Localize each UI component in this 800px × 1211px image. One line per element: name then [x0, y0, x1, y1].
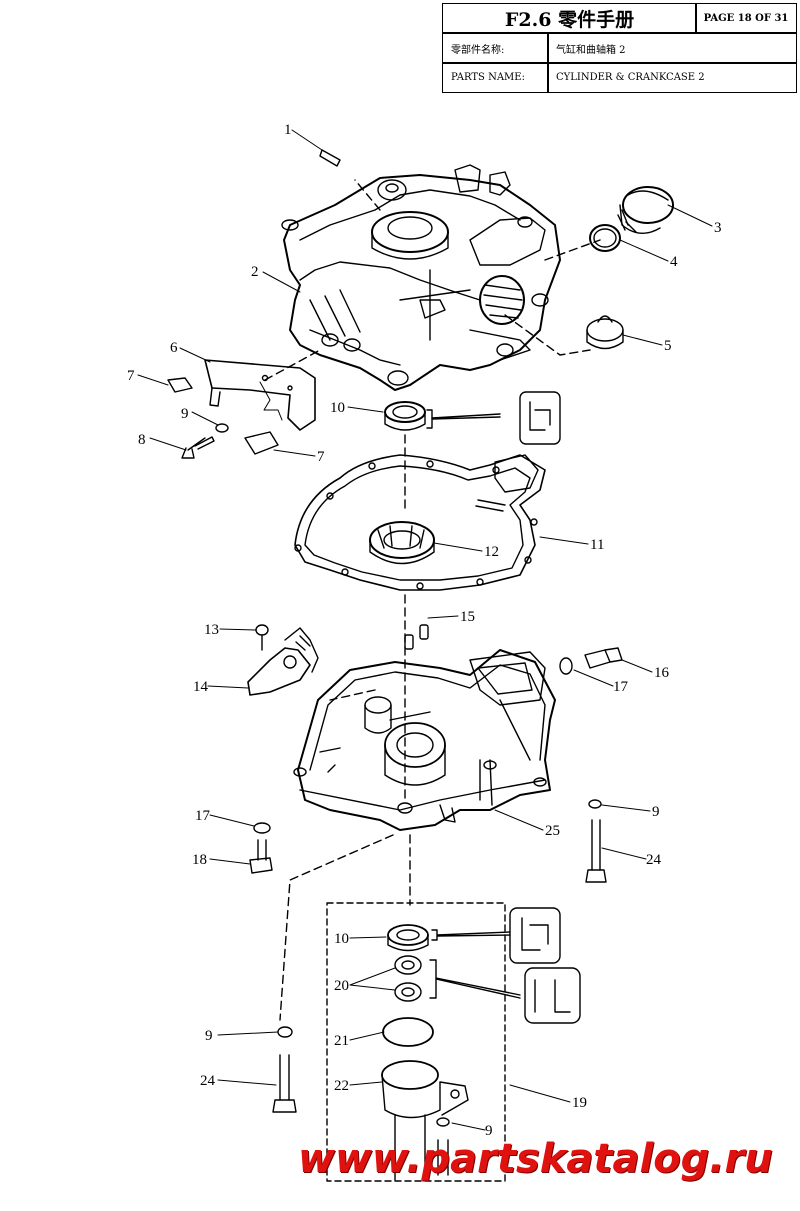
assembly-box-19 [326, 902, 506, 1182]
callout-numbers: 1 2 3 4 5 6 7 9 8 7 10 11 12 13 15 14 16… [127, 122, 722, 1139]
oil-seal-10 [384, 391, 561, 445]
callout-11: 11 [590, 537, 604, 553]
en-part-name: CYLINDER & CRANKCASE 2 [547, 62, 797, 93]
callout-17b: 17 [195, 808, 211, 824]
drain-plug-16 [559, 647, 623, 675]
detail-insets [429, 907, 581, 1024]
callout-24a: 24 [646, 852, 662, 868]
dowels-15 [404, 624, 429, 650]
bushing-5 [586, 315, 624, 350]
callout-21: 21 [334, 1033, 349, 1049]
callout-17a: 17 [613, 679, 629, 695]
gasket-11 [294, 454, 546, 591]
cap-part [617, 186, 674, 234]
callout-9c: 9 [485, 1123, 493, 1139]
callout-9a: 9 [181, 406, 189, 422]
callout-24b: 24 [200, 1073, 216, 1089]
callout-10b: 10 [334, 931, 349, 947]
callout-7b: 7 [317, 449, 325, 465]
callout-22: 22 [334, 1078, 349, 1094]
callout-16: 16 [654, 665, 670, 681]
cn-part-name: 气缸和曲轴箱 2 [547, 32, 797, 64]
oring-4 [589, 224, 621, 252]
leader-lines [137, 129, 713, 1131]
callout-7a: 7 [127, 368, 135, 384]
page-number: PAGE 18 OF 31 [695, 3, 797, 34]
watermark: www.partskatalog.ru [298, 1136, 773, 1182]
callout-14: 14 [193, 679, 209, 695]
bearing-12 [369, 521, 435, 565]
crankcase-25 [293, 649, 556, 831]
callout-1: 1 [284, 122, 292, 138]
callout-18: 18 [192, 852, 207, 868]
cylinder-cover [281, 164, 561, 391]
callout-19: 19 [572, 1095, 587, 1111]
callout-12: 12 [484, 544, 499, 560]
callout-6: 6 [170, 340, 178, 356]
figure-title: F2.6 零件手册 [442, 3, 697, 34]
callout-4: 4 [670, 254, 678, 270]
callout-10a: 10 [330, 400, 345, 416]
title-block: F2.6 零件手册 PAGE 18 OF 31 零部件名称: 气缸和曲轴箱 2 … [442, 3, 797, 93]
callout-20: 20 [334, 978, 349, 994]
lower-assembly [381, 924, 469, 1181]
bolts [249, 799, 607, 1176]
en-name-label: PARTS NAME: [442, 62, 549, 93]
governor-14 [247, 624, 319, 696]
callout-3: 3 [714, 220, 722, 236]
callout-8: 8 [138, 432, 146, 448]
callout-2: 2 [251, 264, 259, 280]
callout-5: 5 [664, 338, 672, 354]
cn-name-label: 零部件名称: [442, 32, 549, 64]
callout-15: 15 [460, 609, 475, 625]
callout-9b: 9 [652, 804, 660, 820]
callout-9d: 9 [205, 1028, 213, 1044]
assembly-lines [264, 179, 601, 1021]
callout-13: 13 [204, 622, 219, 638]
bracket-6 [167, 359, 316, 459]
callout-25: 25 [545, 823, 560, 839]
pin-part [319, 149, 341, 167]
